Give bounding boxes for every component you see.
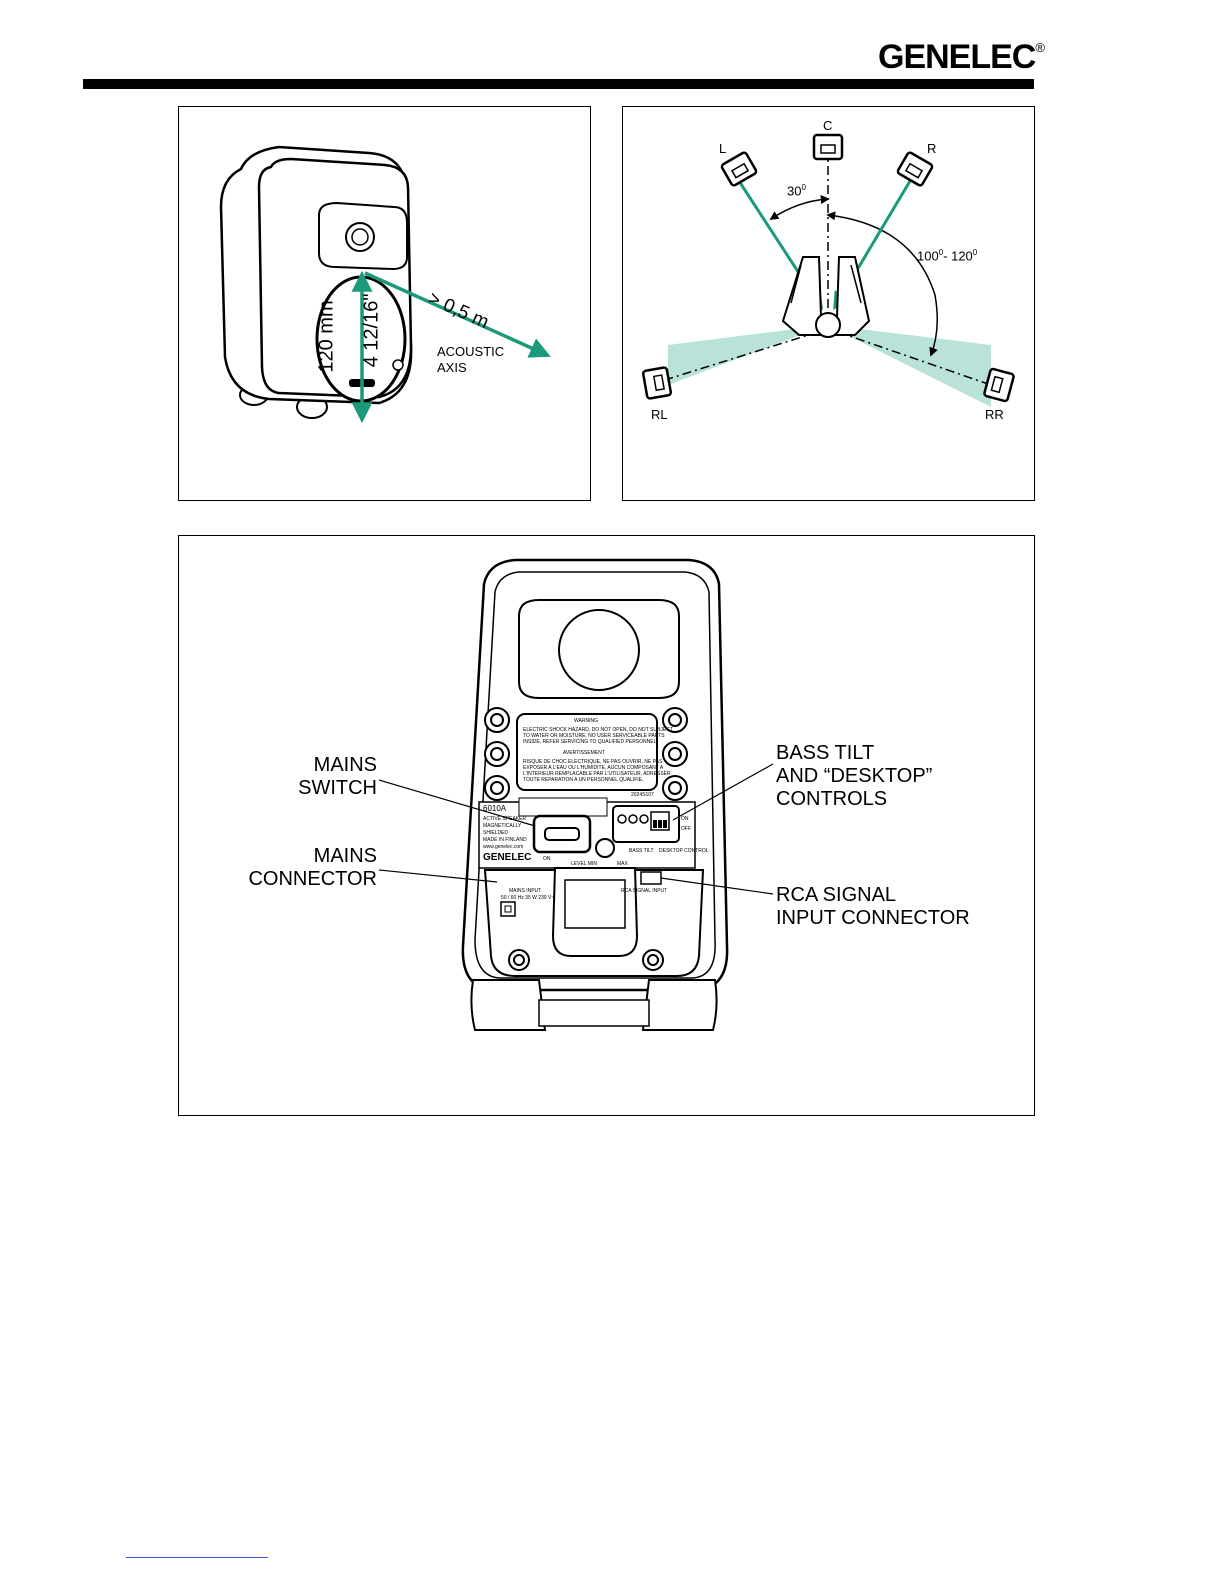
rear-angle-label: 1000- 1200 [917,248,977,263]
model-desc-1: ACTIVE SPEAKER [483,816,527,822]
bass-tilt-line3: CONTROLS [776,788,888,810]
avert-body-4: TOUTE REPARATION A UN PERSONNEL QUALIFIE… [523,777,644,783]
rca-callout: RCA SIGNAL INPUT CONNECTOR [776,884,970,930]
surround-diagram [641,133,1015,407]
speaker-label-r: R [927,141,937,156]
mains-connector-line1: MAINS [313,845,377,867]
speaker-label-rl: RL [651,407,668,422]
rear-angle-unit2: 0 [972,248,978,257]
avert-body-2: EXPOSER A L'EAU OU L'HUMIDITE, AUCUN COM… [523,765,664,771]
max-label: MAX [617,861,628,867]
avert-body-3: L'INTERIEUR REMPLACABLE PAR L'UTILISATEU… [523,771,671,777]
mains-input-label: MAINS INPUT [509,888,542,894]
mains-switch-line2: SWITCH [298,777,377,799]
speaker-label-l: L [719,141,727,156]
speaker-front-drawing [219,145,551,424]
speaker-label-c: C [823,118,833,133]
mains-switch-line1: MAINS [313,754,377,776]
bass-tilt-callout: BASS TILT AND “DESKTOP” CONTROLS [776,742,932,811]
brand-name: GENELEC [878,38,1036,76]
model-desc-4: MADE IN FINLAND [483,837,527,843]
height-inch-label: 4 12/16" [360,293,383,368]
mains-connector-callout: MAINS CONNECTOR [227,845,377,891]
rca-line1: RCA SIGNAL [776,884,897,906]
model-desc-2: MAGNETICALLY [483,823,522,829]
on-label: ON [543,856,551,862]
height-mm-label: 120 mm [315,300,338,373]
mains-connector-line2: CONNECTOR [248,868,377,890]
speaker-label-rr: RR [985,407,1004,422]
acoustic-axis-label-line1: ACOUSTIC [437,344,505,359]
footer-link-rule [126,1557,268,1558]
switch-off: OFF [681,826,691,832]
bass-tilt-line1: BASS TILT [776,742,875,764]
bass-tilt-line2: AND “DESKTOP” [776,765,933,787]
small-brand: GENELEC [483,852,532,863]
header-rule [83,79,1034,89]
front-angle-value: 30 [787,183,802,199]
mains-switch-callout: MAINS SWITCH [275,754,377,800]
switch-on: ON [681,816,689,822]
brand-logo: GENELEC® [878,38,1045,77]
warning-title: WARNING [574,718,598,724]
model-desc-3: SHIELDED [483,830,509,836]
rear-panel-figure: WARNING ELECTRIC SHOCK HAZARD, DO NOT OP… [178,535,1035,1116]
rca-line2: INPUT CONNECTOR [776,907,970,929]
front-angle-unit: 0 [801,183,806,192]
desktop-control-small: DESKTOP CONTROL [659,848,709,854]
serial-number: 2024S107 [631,792,654,798]
acoustic-axis-figure: 120 mm 4 12/16" > 0,5 m ACOUSTIC AXIS [178,106,591,501]
mains-spec-label: 50 / 60 Hz 35 W 230 V~ [501,895,555,901]
rear-angle-sep: - 120 [943,248,973,264]
registered-mark: ® [1035,40,1045,55]
bass-tilt-small: BASS TILT [629,848,654,854]
rca-input-label: RCA SIGNAL INPUT [621,888,668,894]
level-label: LEVEL MIN [571,861,597,867]
avert-title: AVERTISSEMENT [563,750,605,756]
rear-angle-value1: 100 [917,248,939,264]
warning-body-2: TO WATER OR MOISTURE, NO USER SERVICEABL… [523,733,665,739]
surround-setup-figure: C L R RL RR 300 1000- 1200 [622,106,1035,501]
warning-body-1: ELECTRIC SHOCK HAZARD, DO NOT OPEN, DO N… [523,727,673,733]
warning-body-3: INSIDE, REFER SERVICING TO QUALIFIED PER… [523,739,658,745]
model-desc-5: www.genelec.com [483,844,524,850]
acoustic-axis-label-line2: AXIS [437,360,467,375]
avert-body-1: RISQUE DE CHOC ELECTRIQUE, NE PAS OUVRIR… [523,759,663,765]
front-angle-label: 300 [787,183,806,198]
speaker-rear-drawing [378,558,774,1031]
rear-angle-unit1: 0 [938,248,944,257]
model-number: 6010A [483,804,507,813]
